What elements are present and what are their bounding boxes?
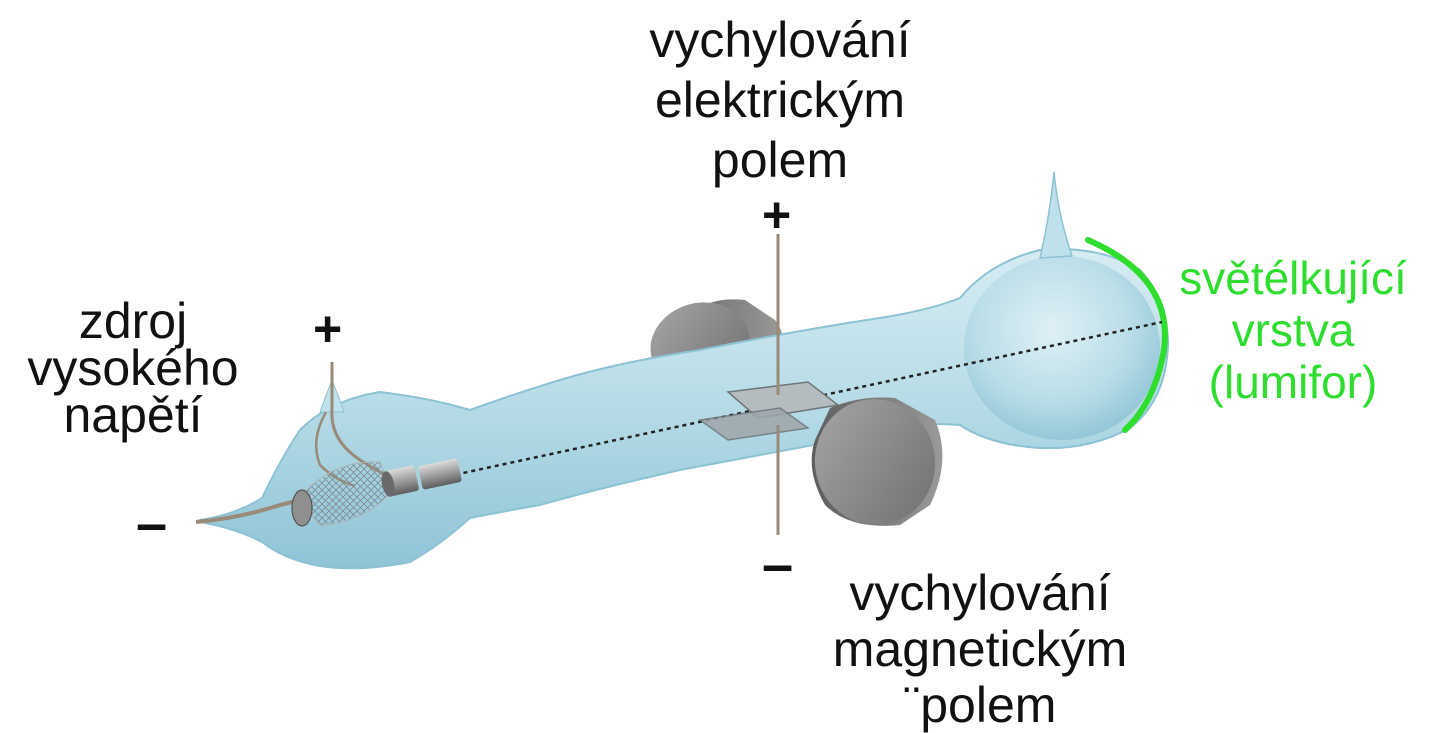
label-source-line-2: vysokého [18,345,248,392]
label-layer-line-2: vrstva [1158,304,1428,356]
label-electric-line-3: polem [610,130,950,190]
anode-plus-sign: + [313,304,342,354]
screen-bulb [964,256,1160,440]
label-magnetic-line-3: ¨polem [800,677,1160,733]
label-electric-deflection: vychylování elektrickým polem [610,10,950,190]
glass-spike [1040,172,1072,258]
label-high-voltage-source: zdroj vysokého napětí [18,298,248,439]
label-magnetic-line-2: magnetickým [800,621,1160,677]
label-source-line-3: napětí [18,392,248,439]
plate-minus-sign: – [762,536,793,592]
plate-plus-sign: + [762,190,791,240]
label-phosphor-layer: světélkující vrstva (lumifor) [1158,252,1428,408]
cathode-minus-sign: – [136,495,167,551]
label-source-line-1: zdroj [18,298,248,345]
label-layer-line-3: (lumifor) [1158,356,1428,408]
label-magnetic-deflection: vychylování magnetickým ¨polem [800,565,1160,733]
label-layer-line-1: světélkující [1158,252,1428,304]
label-electric-line-1: vychylování [610,10,950,70]
cathode-disk [292,490,312,526]
label-electric-line-2: elektrickým [610,70,950,130]
label-magnetic-line-1: vychylování [800,565,1160,621]
